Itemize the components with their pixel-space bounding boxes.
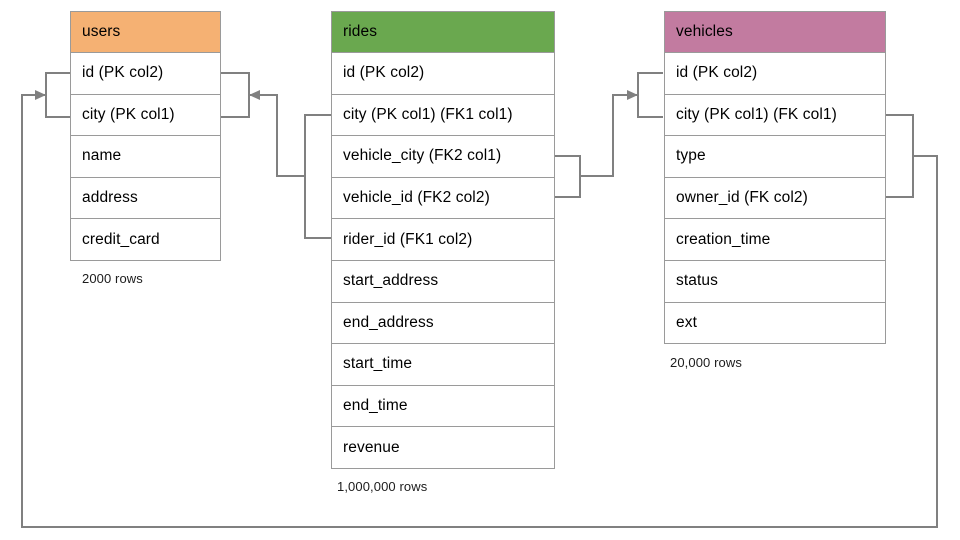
relationship-wire-rides-to-vehicles-fk2 (555, 72, 663, 198)
entity-field-label: credit_card (82, 230, 160, 248)
entity-field-row[interactable]: vehicle_city (FK2 col1) (331, 136, 555, 178)
entity-field-label: start_address (343, 272, 439, 290)
entity-header-users: users (70, 11, 221, 53)
entity-name-label: vehicles (676, 23, 733, 40)
entity-field-row[interactable]: address (70, 177, 221, 220)
entity-field-label: city (PK col1) (FK1 col1) (343, 105, 513, 123)
entity-field-row[interactable]: city (PK col1) (70, 94, 221, 137)
entity-field-label: ext (676, 313, 697, 331)
entity-field-row[interactable]: city (PK col1) (FK1 col1) (331, 94, 555, 137)
entity-field-label: end_address (343, 313, 434, 331)
entity-field-label: address (82, 189, 138, 207)
entity-field-label: owner_id (FK col2) (676, 189, 808, 207)
entity-field-row[interactable]: start_address (331, 260, 555, 303)
entity-field-label: vehicle_city (FK2 col1) (343, 147, 502, 165)
entity-field-label: revenue (343, 438, 400, 456)
entity-field-row[interactable]: end_time (331, 385, 555, 428)
entity-field-label: name (82, 147, 122, 165)
entity-header-rides: rides (331, 11, 555, 53)
entity-table-users[interactable]: users id (PK col2) city (PK col1) name addre… (70, 11, 221, 261)
entity-field-row[interactable]: id (PK col2) (331, 53, 555, 95)
entity-field-label: type (676, 147, 706, 165)
entity-header-vehicles: vehicles (664, 11, 886, 53)
entity-table-rides[interactable]: rides id (PK col2) city (PK col1) (FK1 col… (331, 11, 555, 469)
entity-field-label: id (PK col2) (676, 64, 758, 82)
entity-field-row[interactable]: type (664, 136, 886, 178)
entity-field-row[interactable]: id (PK col2) (664, 53, 886, 95)
entity-field-row[interactable]: ext (664, 302, 886, 345)
row-count-label-users: 2000 rows (82, 271, 143, 286)
entity-field-row[interactable]: status (664, 260, 886, 303)
entity-field-label: vehicle_id (FK2 col2) (343, 189, 490, 207)
entity-field-row[interactable]: id (PK col2) (70, 53, 221, 95)
entity-field-label: city (PK col1) (FK col1) (676, 105, 837, 123)
entity-field-label: rider_id (FK1 col2) (343, 230, 473, 248)
entity-field-row[interactable]: city (PK col1) (FK col1) (664, 94, 886, 137)
entity-field-label: id (PK col2) (343, 64, 425, 82)
entity-field-row[interactable]: name (70, 136, 221, 178)
entity-name-label: rides (343, 23, 378, 40)
relationship-arrowhead-vehicles-to-users-fk (35, 90, 46, 100)
relationship-arrowhead-rides-to-vehicles-fk2 (627, 90, 638, 100)
entity-field-row[interactable]: end_address (331, 302, 555, 345)
relationship-arrowhead-rides-to-users-fk1 (249, 90, 260, 100)
entity-field-label: start_time (343, 355, 413, 373)
entity-table-vehicles[interactable]: vehicles id (PK col2) city (PK col1) (FK c… (664, 11, 886, 345)
entity-field-label: status (676, 272, 718, 290)
entity-field-label: creation_time (676, 230, 771, 248)
entity-field-label: end_time (343, 397, 408, 415)
entity-field-label: city (PK col1) (82, 105, 175, 123)
entity-name-label: users (82, 23, 121, 40)
row-count-label-rides: 1,000,000 rows (337, 479, 428, 494)
entity-field-row[interactable]: vehicle_id (FK2 col2) (331, 177, 555, 220)
row-count-label-vehicles: 20,000 rows (670, 355, 742, 370)
entity-field-row[interactable]: credit_card (70, 219, 221, 261)
entity-field-row[interactable]: owner_id (FK col2) (664, 177, 886, 220)
entity-field-row[interactable]: rider_id (FK1 col2) (331, 219, 555, 261)
relationship-wire-rides-to-users-fk1 (221, 72, 331, 239)
entity-field-row[interactable]: creation_time (664, 219, 886, 261)
entity-field-row[interactable]: revenue (331, 427, 555, 469)
entity-field-row[interactable]: start_time (331, 344, 555, 386)
entity-field-label: id (PK col2) (82, 64, 164, 82)
